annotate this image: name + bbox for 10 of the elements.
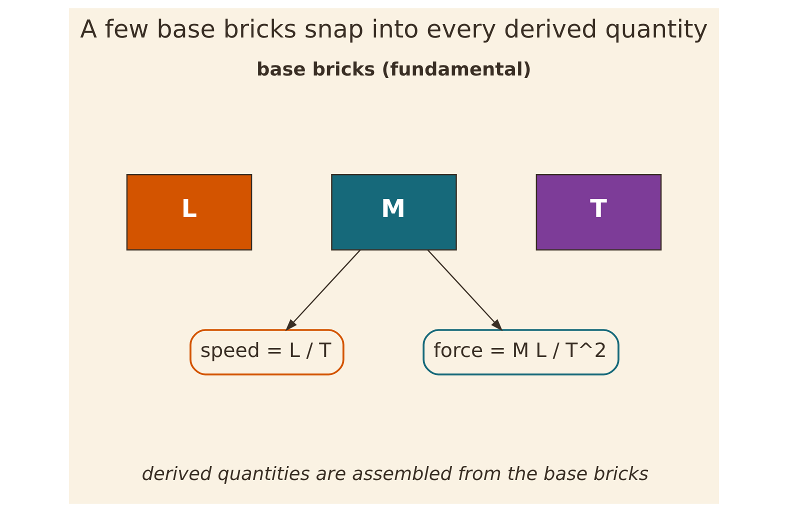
node-box: L bbox=[126, 174, 252, 250]
node-box: force = M L / T^2 bbox=[422, 329, 619, 376]
arrow bbox=[426, 250, 502, 332]
diagram-title: A few base bricks snap into every derived quantity bbox=[80, 14, 708, 44]
label: base bricks (fundamental) bbox=[256, 59, 531, 80]
node-box: T bbox=[535, 174, 662, 250]
node-box: M bbox=[330, 174, 456, 250]
arrow bbox=[284, 250, 360, 332]
label: derived quantities are assembled from the base bricks bbox=[141, 464, 648, 485]
node-box: speed = L / T bbox=[189, 329, 344, 376]
